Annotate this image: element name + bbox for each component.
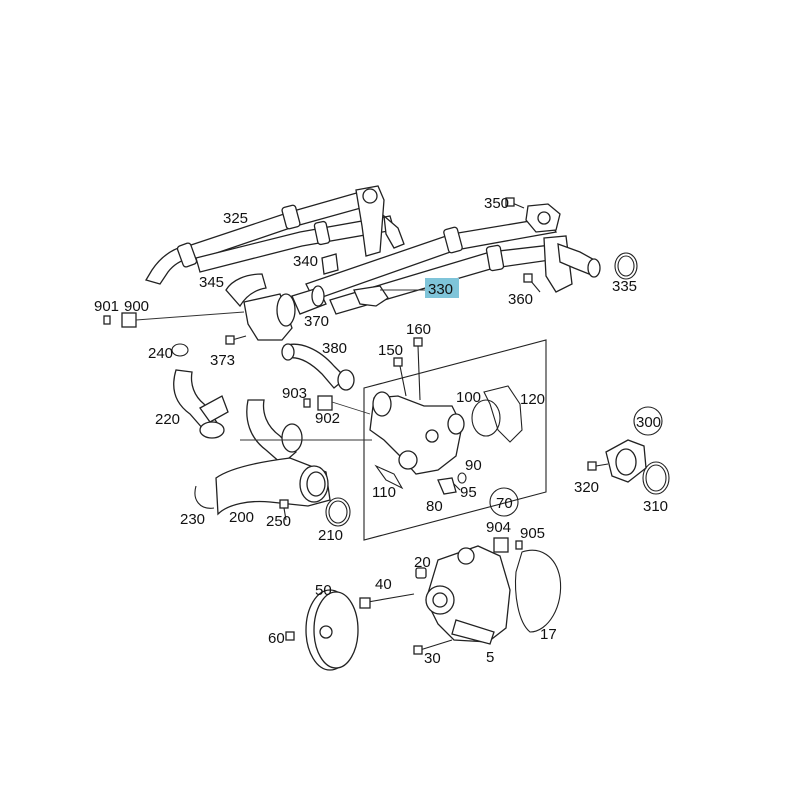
callout-120: 120 (520, 391, 545, 408)
callout-320: 320 (574, 479, 599, 496)
callout-345: 345 (199, 274, 224, 291)
callout-350: 350 (484, 195, 509, 212)
callout-300-circle (633, 406, 663, 436)
callout-335: 335 (612, 278, 637, 295)
callout-310: 310 (643, 498, 668, 515)
callout-5: 5 (486, 649, 494, 666)
thermostat-300 (587, 439, 670, 495)
water-pump (285, 537, 562, 671)
callout-90: 90 (465, 457, 482, 474)
callout-40: 40 (375, 576, 392, 593)
callout-17: 17 (540, 626, 557, 643)
callout-200: 200 (229, 509, 254, 526)
callout-904: 904 (486, 519, 511, 536)
callout-901: 901 (94, 298, 119, 315)
callout-150: 150 (378, 342, 403, 359)
callout-30: 30 (424, 650, 441, 667)
callout-70-circle (489, 487, 519, 517)
callout-labels: 325 350 340 330 345 370 360 335 901 900 … (94, 195, 668, 667)
callout-20: 20 (414, 554, 431, 571)
callout-95: 95 (460, 484, 477, 501)
callout-360: 360 (508, 291, 533, 308)
callout-380: 380 (322, 340, 347, 357)
callout-100: 100 (456, 389, 481, 406)
callout-900: 900 (124, 298, 149, 315)
highlight-box-330 (425, 278, 459, 298)
callout-220: 220 (155, 411, 180, 428)
callout-370: 370 (304, 313, 329, 330)
callout-60: 60 (268, 630, 285, 647)
callout-250: 250 (266, 513, 291, 530)
callout-70: 70 (496, 495, 513, 512)
coolant-pipe-assembly (145, 185, 638, 341)
callout-210: 210 (318, 527, 343, 544)
callout-325: 325 (223, 210, 248, 227)
callout-330: 330 (428, 281, 453, 298)
callout-160: 160 (406, 321, 431, 338)
hoses-left (103, 311, 355, 527)
callout-373: 373 (210, 352, 235, 369)
callout-230: 230 (180, 511, 205, 528)
callout-240: 240 (148, 345, 173, 362)
callout-903: 903 (282, 385, 307, 402)
callout-340: 340 (293, 253, 318, 270)
callout-905: 905 (520, 525, 545, 542)
thermostat-housing-group (240, 337, 547, 541)
callout-50: 50 (315, 582, 332, 599)
callout-300: 300 (636, 414, 661, 431)
callout-902: 902 (315, 410, 340, 427)
callout-110: 110 (372, 484, 396, 501)
callout-80: 80 (426, 498, 443, 515)
